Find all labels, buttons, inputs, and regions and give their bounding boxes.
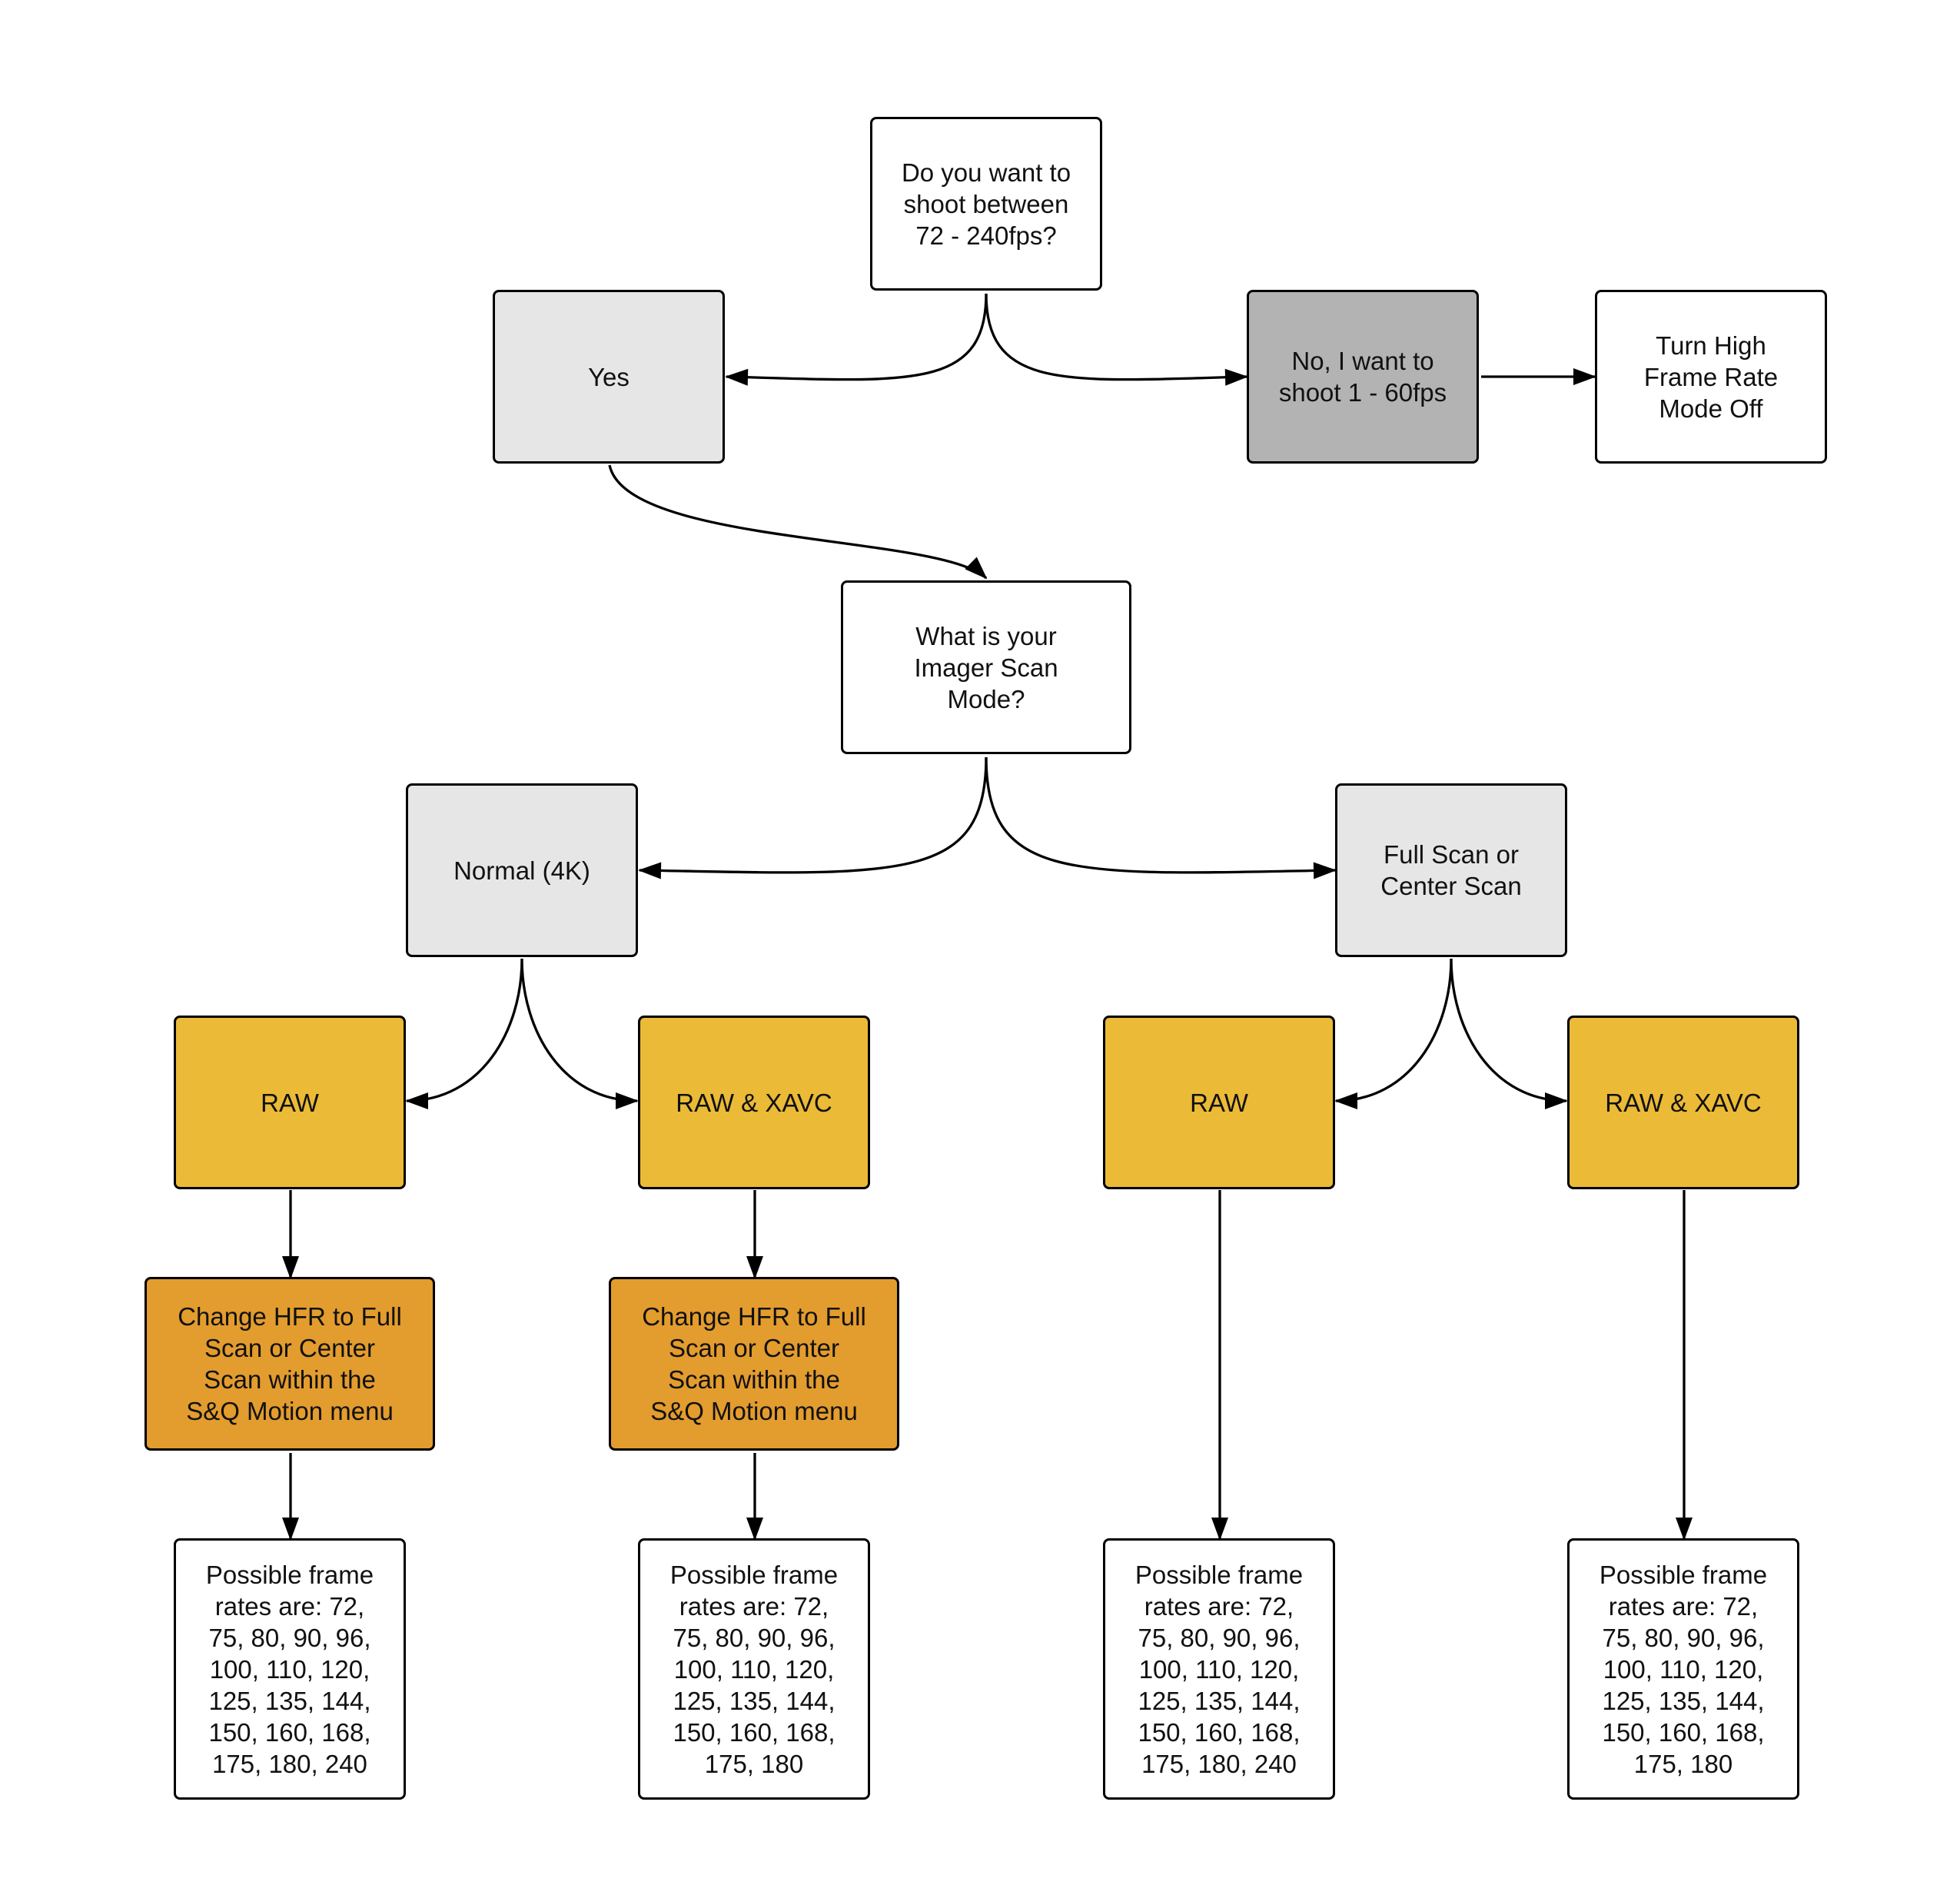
node-scan-raw-xavc: RAW & XAVC xyxy=(1567,1016,1799,1189)
edge-question-to-yes xyxy=(725,293,988,386)
edge-normal-to-raw-xavc xyxy=(520,958,639,1109)
node-change-hfr-raw-xavc: Change HFR to Full Scan or Center Scan w… xyxy=(609,1277,899,1451)
node-scan-raw: RAW xyxy=(1103,1016,1335,1189)
node-answer-yes: Yes xyxy=(493,290,725,464)
node-rates-scan-raw: Possible frame rates are: 72, 75, 80, 90… xyxy=(1103,1538,1335,1800)
node-rates-normal-raw: Possible frame rates are: 72, 75, 80, 90… xyxy=(174,1538,406,1800)
node-normal-raw-xavc: RAW & XAVC xyxy=(638,1016,870,1189)
edge-normal-to-raw xyxy=(405,958,523,1109)
edge-fullscan-to-raw xyxy=(1334,958,1453,1109)
node-question-scan-mode: What is your Imager Scan Mode? xyxy=(841,580,1131,754)
edge-scan-question-to-fullscan xyxy=(985,756,1337,879)
node-normal-4k: Normal (4K) xyxy=(406,783,638,957)
node-rates-normal-raw-xavc: Possible frame rates are: 72, 75, 80, 90… xyxy=(638,1538,870,1800)
edge-yes-to-scan-question xyxy=(608,464,988,580)
edge-question-to-no xyxy=(985,293,1248,386)
node-normal-raw: RAW xyxy=(174,1016,406,1189)
node-full-center-scan: Full Scan or Center Scan xyxy=(1335,783,1567,957)
node-change-hfr-raw: Change HFR to Full Scan or Center Scan w… xyxy=(145,1277,435,1451)
node-answer-no: No, I want to shoot 1 - 60fps xyxy=(1247,290,1479,464)
node-turn-hfr-off: Turn High Frame Rate Mode Off xyxy=(1595,290,1827,464)
node-question-fps: Do you want to shoot between 72 - 240fps… xyxy=(870,117,1102,291)
edge-scan-question-to-normal xyxy=(638,756,988,879)
edge-fullscan-to-raw-xavc xyxy=(1450,958,1568,1109)
node-rates-scan-raw-xavc: Possible frame rates are: 72, 75, 80, 90… xyxy=(1567,1538,1799,1800)
